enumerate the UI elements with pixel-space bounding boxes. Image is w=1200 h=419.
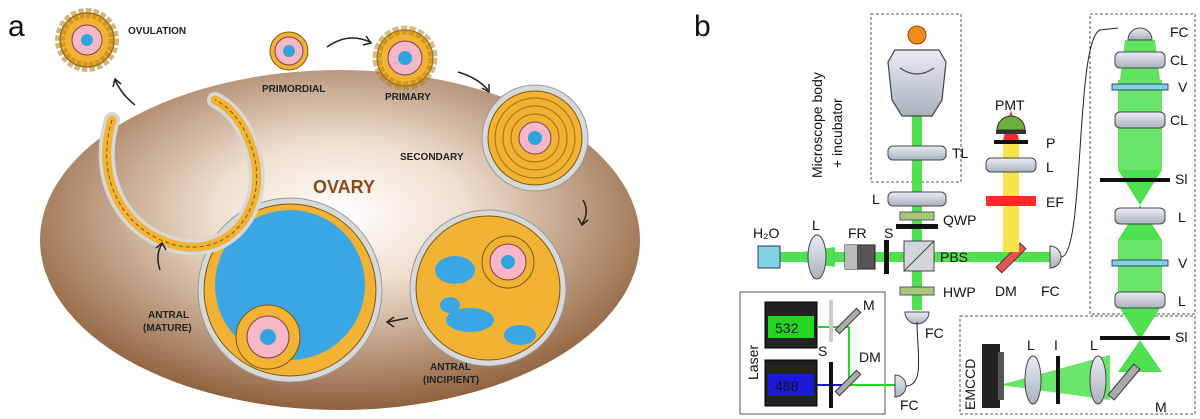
incubator-label-1: Microscope body <box>809 72 825 178</box>
label-l-right2: L <box>1178 293 1186 309</box>
stage-antral-incipient-2: (INCIPIENT) <box>423 375 479 386</box>
follicle-primordial <box>269 31 309 71</box>
lens-l-h2o <box>807 234 827 280</box>
stage-antral-incipient-1: ANTRAL <box>430 362 471 373</box>
panel-a-letter: a <box>8 10 25 43</box>
stage-antral-mature-1: ANTRAL <box>148 310 189 321</box>
label-l-right1: L <box>1178 209 1186 225</box>
fc-top <box>1127 27 1153 41</box>
label-v2: V <box>1178 255 1188 271</box>
label-sl2: Sl <box>1175 329 1187 345</box>
polarizer <box>994 140 1028 144</box>
lens-cl2 <box>1114 111 1166 129</box>
label-l-h2o: L <box>812 217 820 233</box>
label-ef: EF <box>1046 194 1064 210</box>
laser-532-label: 532 <box>775 320 799 336</box>
stage-ovulation: OVULATION <box>128 26 186 37</box>
panel-a: a OVARY OVULATION PRIMORDIAL PRIMARY <box>8 8 640 410</box>
label-fc-mid: FC <box>1041 283 1060 299</box>
fc-laser <box>894 374 907 398</box>
follicle-secondary <box>481 84 589 192</box>
label-dm-laser: DM <box>859 349 881 365</box>
follicle-ovulation <box>55 8 119 72</box>
emission-filter <box>986 196 1036 206</box>
lens-cam2 <box>1089 355 1107 405</box>
water-cell <box>757 245 781 269</box>
label-hwp: HWP <box>943 284 976 300</box>
lens-cl1 <box>1114 51 1166 69</box>
label-i-cam: I <box>1054 337 1058 353</box>
label-m-cam: M <box>1155 399 1167 415</box>
objective <box>887 49 947 117</box>
qwp <box>899 211 935 221</box>
label-l-obj: L <box>872 191 880 207</box>
label-dm-main: DM <box>995 283 1017 299</box>
label-l-cam1: L <box>1027 337 1035 353</box>
follicle-primary <box>372 25 438 91</box>
lens-l-right1 <box>1114 207 1166 225</box>
sample-droplet <box>907 25 927 45</box>
follicle-antral-mature <box>197 197 383 383</box>
camera-box <box>959 315 1196 415</box>
lens-l-obj <box>887 191 947 207</box>
label-fc-laser: FC <box>900 397 919 413</box>
laser-488-screen <box>768 374 814 396</box>
label-cl2: CL <box>1170 112 1188 128</box>
label-qwp: QWP <box>943 212 976 228</box>
dichroic-laser <box>834 369 862 397</box>
lens-cam1 <box>1024 355 1042 405</box>
label-cl1: CL <box>1170 52 1188 68</box>
stage-secondary: SECONDARY <box>400 152 464 163</box>
label-tl: TL <box>952 145 969 161</box>
label-l-cam2: L <box>1090 337 1098 353</box>
follicle-antral-incipient <box>409 209 567 367</box>
fc-mid <box>1049 245 1062 269</box>
lens-l-right2 <box>1114 291 1166 309</box>
lens-tl <box>887 145 947 161</box>
label-s-laser: S <box>818 343 827 359</box>
label-fc-top: FC <box>1170 24 1189 40</box>
laser-488-label: 488 <box>775 378 799 394</box>
label-m-laser: M <box>863 297 875 313</box>
aperture-v1 <box>1111 83 1169 91</box>
emccd <box>982 344 1000 408</box>
slit-2 <box>1100 336 1170 340</box>
label-p: P <box>1046 135 1055 151</box>
mirror-cam <box>1107 363 1141 401</box>
pmt <box>996 115 1026 131</box>
aperture-v2 <box>1111 259 1169 267</box>
label-sl1: Sl <box>1175 171 1187 187</box>
ovary-label: OVARY <box>313 177 375 197</box>
shutter-laser <box>829 362 833 408</box>
fc-low <box>904 311 930 325</box>
hwp <box>899 286 935 296</box>
incubator-label-2: + incubator <box>829 98 845 168</box>
mirror-laser <box>834 307 862 335</box>
label-pbs: PBS <box>940 249 968 265</box>
laser-532-screen <box>768 316 814 338</box>
label-h2o: H₂O <box>753 225 780 241</box>
shutter-main <box>884 240 889 274</box>
laser-box <box>739 291 886 415</box>
label-laser: Laser <box>745 345 761 380</box>
iris-cam <box>1056 356 1060 404</box>
label-pmt: PMT <box>995 97 1025 113</box>
label-emccd: EMCCD <box>962 359 978 410</box>
slit-1 <box>1100 178 1170 182</box>
fiber-laser <box>905 321 920 387</box>
stage-antral-mature-2: (MATURE) <box>143 323 192 334</box>
label-fr: FR <box>848 225 867 241</box>
fiber-to-spim <box>1060 27 1119 258</box>
lens-l-pmt <box>985 157 1037 173</box>
cycle-arrows <box>112 35 589 328</box>
label-v1: V <box>1178 79 1188 95</box>
panel-b-letter: b <box>694 10 711 43</box>
panel-b: b Microscope body + incubator TL L QWP <box>694 10 1196 415</box>
stage-primordial: PRIMORDIAL <box>262 84 325 95</box>
label-l-pmt: L <box>1046 159 1054 175</box>
label-fc-low: FC <box>925 325 944 341</box>
stage-primary: PRIMARY <box>385 92 431 103</box>
label-s-main: S <box>884 225 893 241</box>
